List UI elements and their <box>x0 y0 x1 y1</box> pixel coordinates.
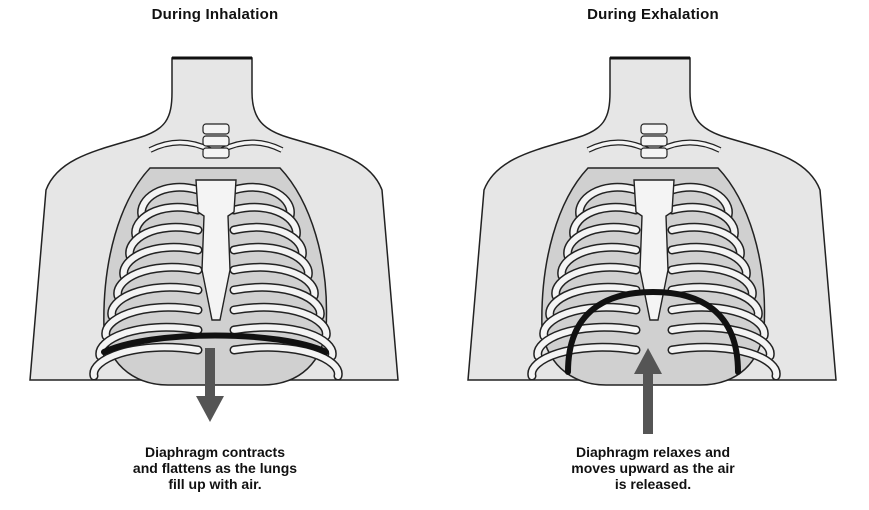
caption-line: is released. <box>438 476 868 492</box>
caption-line: fill up with air. <box>0 476 430 492</box>
exhalation-caption: Diaphragm relaxes and moves upward as th… <box>438 444 868 492</box>
exhalation-figure <box>438 0 868 510</box>
exhalation-panel: During Exhalation Diaphragm relaxes and … <box>438 0 868 510</box>
inhalation-caption: Diaphragm contracts and flattens as the … <box>0 444 430 492</box>
caption-line: and flattens as the lungs <box>0 460 430 476</box>
caption-line: Diaphragm relaxes and <box>438 444 868 460</box>
caption-line: moves upward as the air <box>438 460 868 476</box>
inhalation-figure <box>0 0 430 510</box>
caption-line: Diaphragm contracts <box>0 444 430 460</box>
inhalation-panel: During Inhalation Diaphragm contracts <box>0 0 430 510</box>
